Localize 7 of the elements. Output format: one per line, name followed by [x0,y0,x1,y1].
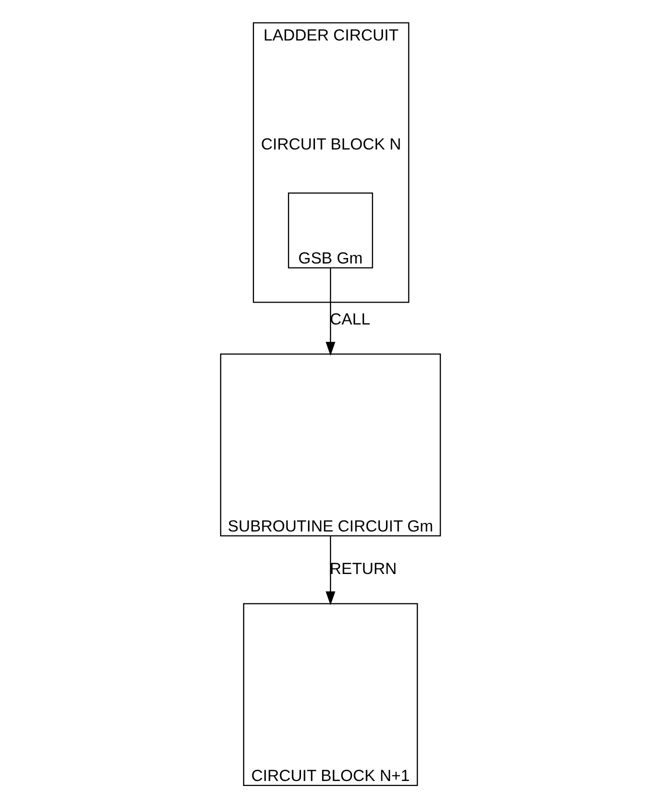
node-box: CIRCUIT BLOCK N+1 [243,602,418,786]
node-box: SUBROUTINE CIRCUIT Gm [220,353,441,536]
arrow [326,536,336,605]
edge-label: CALL [330,310,370,328]
edge-label: RETURN [330,559,397,578]
node-box: GSB Gm [288,192,374,268]
arrow [326,268,336,356]
